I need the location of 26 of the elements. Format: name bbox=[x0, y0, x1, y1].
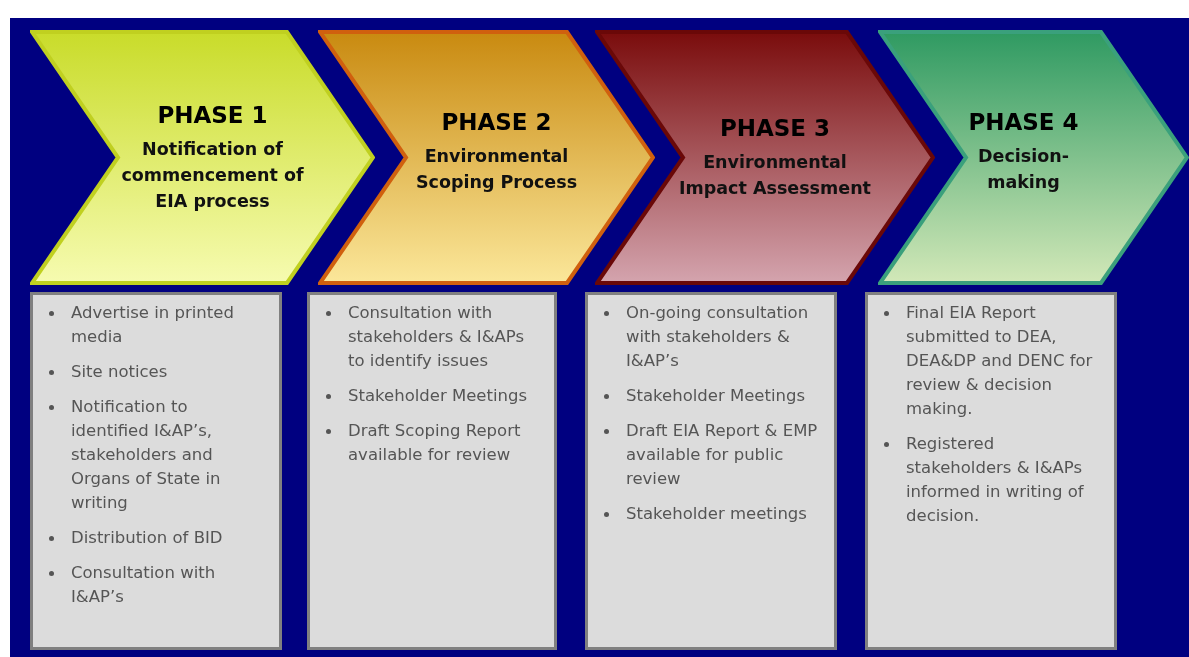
phase-heading: PHASE 1 bbox=[157, 101, 268, 128]
phase-title: Decision-making bbox=[977, 144, 1070, 194]
phase-title: Environmental Impact Assessment bbox=[678, 150, 872, 200]
bullet-text: Draft EIA Report & EMP available for public review bbox=[626, 420, 819, 490]
bullet-text: Stakeholder Meetings bbox=[348, 385, 529, 407]
phase-heading: PHASE 2 bbox=[441, 108, 552, 135]
bullet-panel bbox=[865, 292, 1117, 650]
bullet-text: Final EIA Report submitted to DEA, DEA&DP and DENC for review & decision making. bbox=[906, 302, 1094, 420]
bullet-text: Consultation with stakeholders & I&APs to identify issues bbox=[348, 302, 526, 372]
bullet-text: Advertise in printed media bbox=[71, 302, 235, 348]
bullet-text: Stakeholder meetings bbox=[626, 503, 808, 525]
bullet-text: Distribution of BID bbox=[71, 527, 224, 549]
phase-title: Notification of commencement of EIA process bbox=[120, 137, 305, 213]
bullet-text: On-going consultation with stakeholders & I&AP’s bbox=[626, 302, 810, 372]
phase-heading: PHASE 4 bbox=[968, 108, 1079, 135]
bullet-panel bbox=[307, 292, 557, 650]
bullet-text: Notification to identified I&AP’s, stakeholders and Organs of State in writing bbox=[71, 396, 222, 514]
bullet-text: Registered stakeholders & I&APs informed in writing of decision. bbox=[906, 433, 1085, 527]
bullet-panel bbox=[585, 292, 837, 650]
phase-title: Environmental Scoping Process bbox=[414, 144, 579, 194]
bullet-panel bbox=[30, 292, 282, 650]
bullet-text: Consultation with I&AP’s bbox=[71, 562, 217, 608]
bullet-text: Draft Scoping Report available for review bbox=[348, 420, 522, 466]
bullet-text: Site notices bbox=[71, 361, 169, 383]
bullet-text: Stakeholder Meetings bbox=[626, 385, 807, 407]
phase-heading: PHASE 3 bbox=[719, 114, 831, 141]
